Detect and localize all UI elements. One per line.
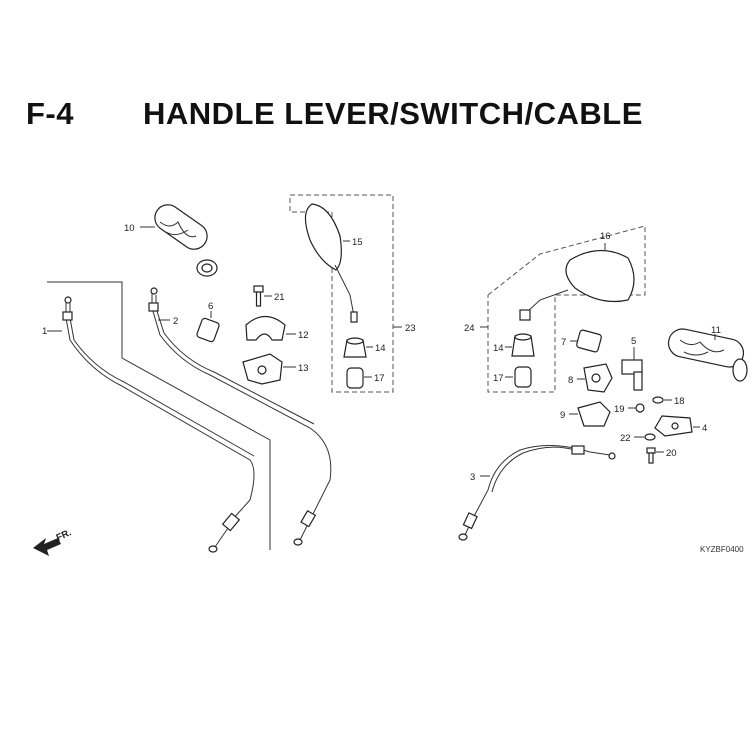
front-label: FR. (55, 527, 74, 543)
switch-part-9[interactable] (577, 401, 611, 427)
throttle-cable-2[interactable] (148, 287, 332, 546)
throttle-cable-1[interactable] (62, 296, 255, 553)
callout-17b: 17 (493, 373, 504, 384)
housing-12[interactable] (245, 315, 286, 341)
callout-10: 10 (124, 223, 135, 234)
callout-23: 23 (405, 323, 416, 334)
callout-14a: 14 (375, 343, 386, 354)
callout-9: 9 (560, 410, 565, 421)
switch-part-8[interactable] (583, 363, 613, 393)
callout-14b: 14 (493, 343, 504, 354)
housing-13[interactable] (242, 353, 283, 385)
callout-13: 13 (298, 363, 309, 374)
callout-3: 3 (470, 472, 475, 483)
callout-19: 19 (614, 404, 625, 415)
holder-4[interactable] (654, 415, 693, 437)
bolt-20[interactable] (646, 447, 656, 464)
washer-18[interactable] (652, 396, 664, 404)
callout-16: 16 (600, 231, 611, 242)
callout-4: 4 (702, 423, 707, 434)
callout-2: 2 (173, 316, 178, 327)
callout-21: 21 (274, 292, 285, 303)
switch-part-6[interactable] (196, 317, 220, 343)
reference-code: KYZBF0400 (700, 545, 744, 554)
callout-6: 6 (208, 301, 213, 312)
callout-24: 24 (464, 323, 475, 334)
figure-code: F-4 (26, 96, 74, 131)
washer-22[interactable] (644, 433, 656, 441)
callout-5: 5 (631, 336, 636, 347)
right-mirror-group[interactable] (487, 225, 646, 393)
callout-15: 15 (352, 237, 363, 248)
callout-22: 22 (620, 433, 631, 444)
callout-12: 12 (298, 330, 309, 341)
front-direction-arrow: FR. (33, 527, 73, 556)
callout-17a: 17 (374, 373, 385, 384)
clamp-part-5[interactable] (621, 359, 643, 391)
throttle-cable-area: 1 2 FR. (33, 281, 332, 556)
callout-11: 11 (711, 325, 721, 336)
left-grip[interactable] (150, 200, 218, 277)
brake-cable-3[interactable] (458, 444, 616, 541)
page-title: HANDLE LEVER/SWITCH/CABLE (143, 96, 643, 131)
bolt-21[interactable] (253, 285, 264, 307)
right-grip[interactable] (666, 326, 748, 382)
callout-7: 7 (561, 337, 566, 348)
callout-8: 8 (568, 375, 573, 386)
callout-18: 18 (674, 396, 685, 407)
left-mirror-group[interactable] (289, 194, 394, 393)
o-ring-19[interactable] (635, 403, 645, 413)
switch-part-7[interactable] (576, 329, 602, 353)
callout-1: 1 (42, 326, 47, 337)
panel-border-line (47, 281, 271, 550)
callout-20: 20 (666, 448, 677, 459)
